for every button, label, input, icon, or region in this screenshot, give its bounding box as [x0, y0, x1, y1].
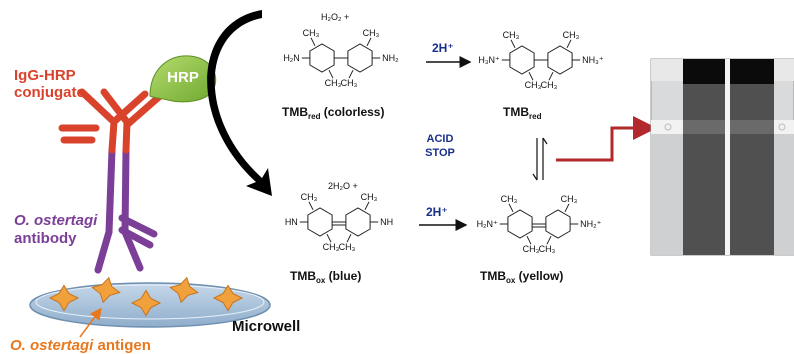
- tmb-ox-yellow-right-group: NH₂⁺: [580, 219, 601, 229]
- tmb-ox-blue-ch3-a: CH₃: [301, 192, 318, 202]
- tmb-ox-blue-rest: (blue): [325, 269, 361, 283]
- acid-stop-line1: ACID: [427, 133, 454, 145]
- tmb-red-colorless-skeleton: [301, 37, 381, 79]
- antigen-star: [212, 284, 244, 312]
- tmb-red-colorless-left-group: H₂N: [283, 53, 300, 63]
- tmb-ox-yellow-rest: (yellow): [515, 269, 563, 283]
- tmb-ox-yellow-ch3-c: CH₃: [561, 194, 578, 204]
- elisa-schematic: HRP IgG-HRP conjugate O. ostertagi antib…: [10, 10, 300, 354]
- tmb-ox-blue-ch3-b: CH₃: [323, 242, 340, 252]
- tmb-ox-blue-caption: TMBox (blue): [290, 269, 361, 285]
- h2o-label: 2H₂O +: [328, 181, 358, 191]
- tmb-red-colorless-caption: TMBred (colorless): [282, 105, 384, 121]
- tmb-red-colorless-ch3-a: CH₃: [303, 28, 320, 38]
- tmb-ox-yellow-left-group: H₂N⁺: [477, 219, 498, 229]
- tmb-red-ch3-d: CH₃: [541, 80, 558, 90]
- tmb-red-colorless-main: TMB: [282, 105, 308, 119]
- igg-shape: [58, 88, 164, 154]
- antibody-shape: [94, 146, 158, 274]
- h2o2-label: H₂O₂ +: [321, 12, 349, 22]
- tmb-ox-blue-sub: ox: [316, 276, 326, 285]
- tmb-red-colorless-right-group: NH₂: [382, 53, 399, 63]
- bottom-proton-label: 2H⁺: [426, 205, 448, 219]
- tmb-ox-yellow-main: TMB: [480, 269, 506, 283]
- tmb-ox-blue-right-group: NH: [380, 217, 393, 227]
- tmb-red-caption: TMBred: [503, 105, 542, 121]
- tmb-ox-blue-ch3-d: CH₃: [339, 242, 356, 252]
- tmb-red-ch3-b: CH₃: [525, 80, 542, 90]
- microwell-label: Microwell: [232, 318, 300, 335]
- tmb-red-sub: red: [529, 112, 542, 121]
- right-well-top: [730, 59, 774, 84]
- antigen-star: [91, 276, 121, 304]
- tmb-ox-yellow-ch3-a: CH₃: [501, 194, 518, 204]
- tmb-ox-yellow-caption: TMBox (yellow): [480, 269, 563, 285]
- top-proton-label: 2H⁺: [432, 41, 454, 55]
- tmb-red-main: TMB: [503, 105, 529, 119]
- tmb-red-colorless-ch3-c: CH₃: [363, 28, 380, 38]
- tmb-ox-blue-skeleton: [299, 201, 379, 243]
- left-well-dark: [683, 81, 725, 255]
- tmb-red-colorless-rest: (colorless): [320, 105, 384, 119]
- microwell-plate-rim: [35, 284, 265, 320]
- antibody-label-line1: O. ostertagi: [14, 212, 98, 229]
- tmb-red-colorless-ch3-b: CH₃: [325, 78, 342, 88]
- tmb-ox-blue-ch3-c: CH₃: [361, 192, 378, 202]
- antigen-star: [130, 289, 162, 317]
- antigen-pointer: [79, 307, 102, 338]
- antigen-label-rest: antigen: [93, 337, 151, 354]
- tmb-red-ch3-a: CH₃: [503, 30, 520, 40]
- tmb-ox-blue-main: TMB: [290, 269, 316, 283]
- antigen-group: [48, 276, 244, 317]
- tmb-ox-yellow-skeleton: [499, 203, 579, 245]
- equilibrium-arrows: [532, 137, 548, 181]
- microwell-photo: [650, 58, 794, 256]
- well-gap: [725, 59, 730, 255]
- right-well-dark: [730, 81, 774, 255]
- antigen-label-italic: O. ostertagi: [10, 337, 94, 354]
- left-well-top: [683, 59, 725, 84]
- tmb-red-colorless-sub: red: [308, 112, 321, 121]
- reaction-labels: H₂O₂ + 2H₂O + 2H⁺ 2H⁺ ACID STOP TMBred (…: [282, 12, 657, 285]
- curved-reaction-arrow: [207, 10, 272, 196]
- tmb-ox-yellow-ch3-d: CH₃: [539, 244, 556, 254]
- left-well-band: [683, 120, 725, 134]
- tmb-red-ch3-c: CH₃: [563, 30, 580, 40]
- marker-dot-right: [778, 123, 786, 131]
- igg-hrp-label-line2: conjugate: [14, 84, 85, 101]
- antigen-star: [169, 276, 199, 304]
- acid-stop-line2: STOP: [425, 147, 455, 159]
- tmb-red-left-group: H₃N⁺: [478, 55, 500, 65]
- igg-hrp-label-line1: IgG-HRP: [14, 67, 76, 84]
- antigen-label: O. ostertagi antigen: [10, 337, 151, 354]
- tmb-ox-yellow-ch3-b: CH₃: [523, 244, 540, 254]
- red-result-arrow: [556, 116, 657, 162]
- antigen-star: [48, 284, 80, 312]
- antibody-label-line2: antibody: [14, 230, 77, 247]
- right-well-band: [730, 120, 774, 134]
- tmb-red-right-group: NH₃⁺: [582, 55, 604, 65]
- marker-dot-left: [664, 123, 672, 131]
- tmb-ox-blue-left-group: HN: [285, 217, 298, 227]
- tmb-red-skeleton: [501, 39, 581, 81]
- hrp-label: HRP: [167, 69, 199, 86]
- tmb-red-colorless-ch3-d: CH₃: [341, 78, 358, 88]
- tmb-ox-yellow-sub: ox: [506, 276, 516, 285]
